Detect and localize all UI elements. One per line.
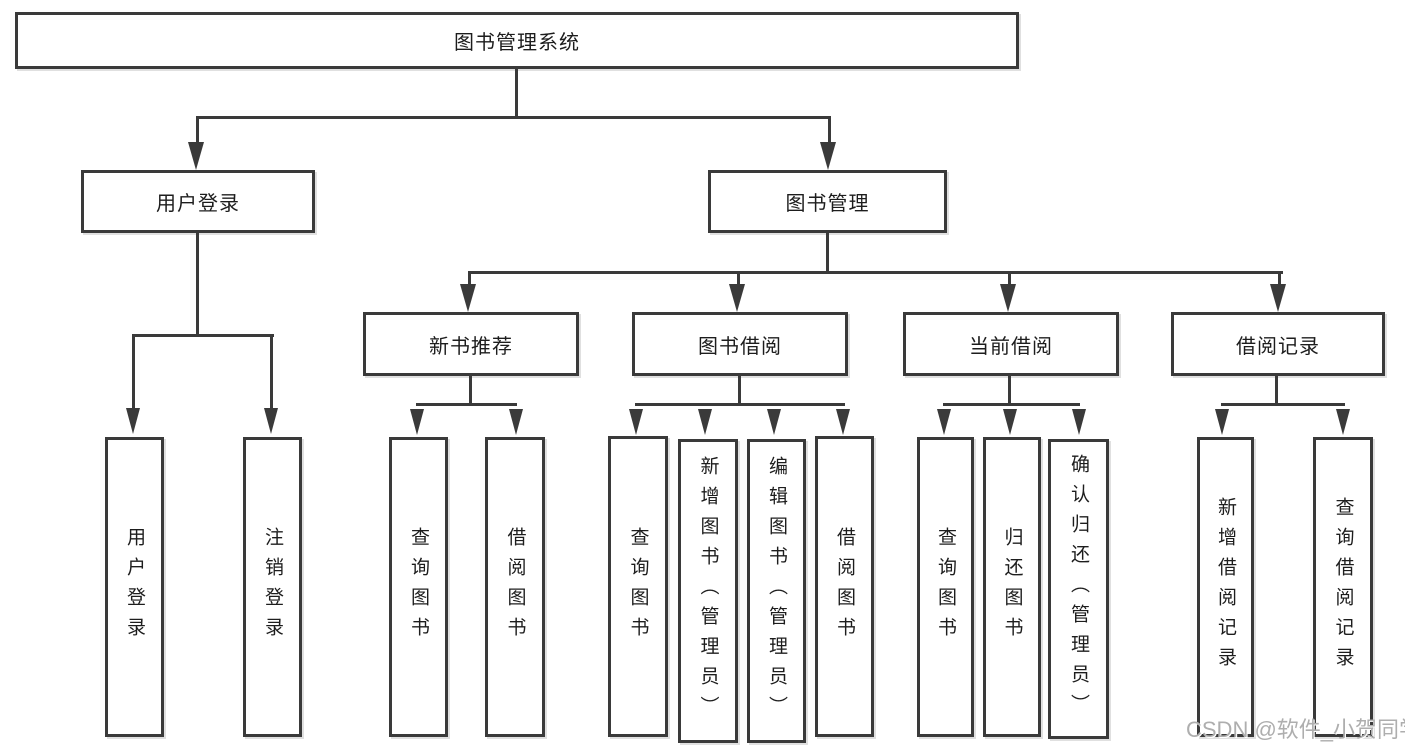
leaf-borrow-books-2-label: 借阅图书 <box>834 526 855 647</box>
leaf-borrow-books-1-label: 借阅图书 <box>504 527 526 647</box>
node-book-management: 图书管理 <box>708 170 947 233</box>
arrowhead-down-icon <box>1215 409 1229 435</box>
connector-newbooks-stem <box>469 375 472 405</box>
leaf-borrow-books-2: 借阅图书 <box>815 436 874 737</box>
arrowhead-down-icon <box>820 142 836 170</box>
node-root-label: 图书管理系统 <box>454 32 580 54</box>
node-new-book-recommend: 新书推荐 <box>363 312 579 376</box>
leaf-query-books-2-label: 查询图书 <box>627 526 649 647</box>
node-current-borrow-label: 当前借阅 <box>969 335 1053 358</box>
node-book-management-label: 图书管理 <box>785 193 870 215</box>
node-book-borrow: 图书借阅 <box>632 312 848 376</box>
node-user-login-label: 用户登录 <box>156 193 240 215</box>
arrowhead-down-icon <box>698 409 712 435</box>
connector-userlogin-drop-right <box>270 334 273 412</box>
leaf-confirm-return-admin: 确认归还（管理员） <box>1048 439 1109 739</box>
connector-borrowrecords-bar <box>1221 403 1345 406</box>
connector-bookmgmt-drop-1 <box>468 271 471 288</box>
connector-bookmgmt-drop-4 <box>1278 271 1281 288</box>
arrowhead-down-icon <box>836 409 850 435</box>
csdn-watermark: CSDN @软件_小贺同学 <box>1186 717 1405 742</box>
arrowhead-down-icon <box>126 408 140 434</box>
leaf-logout-label: 注销登录 <box>262 527 283 647</box>
leaf-confirm-return-admin-label: 确认归还（管理员） <box>1068 454 1089 724</box>
leaf-add-books-admin: 新增图书（管理员） <box>678 439 738 743</box>
connector-userlogin-stem <box>196 232 199 336</box>
arrowhead-down-icon <box>1003 409 1017 435</box>
arrowhead-down-icon <box>264 408 278 434</box>
leaf-return-books: 归还图书 <box>983 437 1041 737</box>
leaf-query-borrow-record: 查询借阅记录 <box>1313 437 1373 737</box>
connector-root-bar <box>197 116 831 119</box>
connector-currentborrow-stem <box>1008 375 1011 405</box>
leaf-query-books-2: 查询图书 <box>608 436 668 737</box>
leaf-add-borrow-record-label: 新增借阅记录 <box>1215 497 1236 677</box>
leaf-query-books-3-label: 查询图书 <box>935 527 956 647</box>
leaf-query-books-3: 查询图书 <box>917 437 974 737</box>
leaf-logout: 注销登录 <box>243 437 302 737</box>
node-borrow-records-label: 借阅记录 <box>1236 335 1320 358</box>
leaf-user-login-label: 用户登录 <box>124 527 145 647</box>
leaf-add-books-admin-label: 新增图书（管理员） <box>697 456 719 726</box>
connector-bookmgmt-stem <box>826 232 829 273</box>
connector-userlogin-drop-left <box>132 334 135 412</box>
leaf-borrow-books-1: 借阅图书 <box>485 437 545 737</box>
arrowhead-down-icon <box>410 409 424 435</box>
arrowhead-down-icon <box>509 409 523 435</box>
arrowhead-down-icon <box>937 409 951 435</box>
connector-bookmgmt-drop-2 <box>737 271 740 288</box>
arrowhead-down-icon <box>1270 284 1286 312</box>
leaf-add-borrow-record: 新增借阅记录 <box>1197 437 1254 737</box>
node-book-borrow-label: 图书借阅 <box>698 335 782 358</box>
leaf-query-books-1: 查询图书 <box>389 437 448 737</box>
leaf-query-borrow-record-label: 查询借阅记录 <box>1332 497 1354 677</box>
connector-bookmgmt-drop-3 <box>1008 271 1011 288</box>
connector-root-stem <box>515 68 518 118</box>
connector-newbooks-bar <box>416 403 517 406</box>
leaf-return-books-label: 归还图书 <box>1001 527 1023 647</box>
connector-userlogin-bar <box>133 334 274 337</box>
arrowhead-down-icon <box>1072 409 1086 435</box>
connector-currentborrow-bar <box>943 403 1080 406</box>
node-root: 图书管理系统 <box>15 12 1019 69</box>
node-current-borrow: 当前借阅 <box>903 312 1119 376</box>
connector-bookborrow-bar <box>635 403 845 406</box>
leaf-edit-books-admin: 编辑图书（管理员） <box>747 439 806 743</box>
arrowhead-down-icon <box>1336 409 1350 435</box>
node-new-book-recommend-label: 新书推荐 <box>429 335 513 358</box>
node-borrow-records: 借阅记录 <box>1171 312 1385 376</box>
arrowhead-down-icon <box>460 284 476 312</box>
arrowhead-down-icon <box>729 284 745 312</box>
connector-bookmgmt-bar <box>469 271 1283 274</box>
arrowhead-down-icon <box>188 142 204 170</box>
leaf-query-books-1-label: 查询图书 <box>408 527 429 647</box>
arrowhead-down-icon <box>1000 284 1016 312</box>
connector-root-drop-right <box>828 116 831 148</box>
connector-root-drop-left <box>196 116 199 148</box>
arrowhead-down-icon <box>767 409 781 435</box>
connector-bookborrow-stem <box>738 375 741 405</box>
connector-borrowrecords-stem <box>1275 375 1278 405</box>
arrowhead-down-icon <box>629 409 643 435</box>
leaf-edit-books-admin-label: 编辑图书（管理员） <box>766 456 787 726</box>
node-user-login: 用户登录 <box>81 170 315 233</box>
leaf-user-login: 用户登录 <box>105 437 164 737</box>
